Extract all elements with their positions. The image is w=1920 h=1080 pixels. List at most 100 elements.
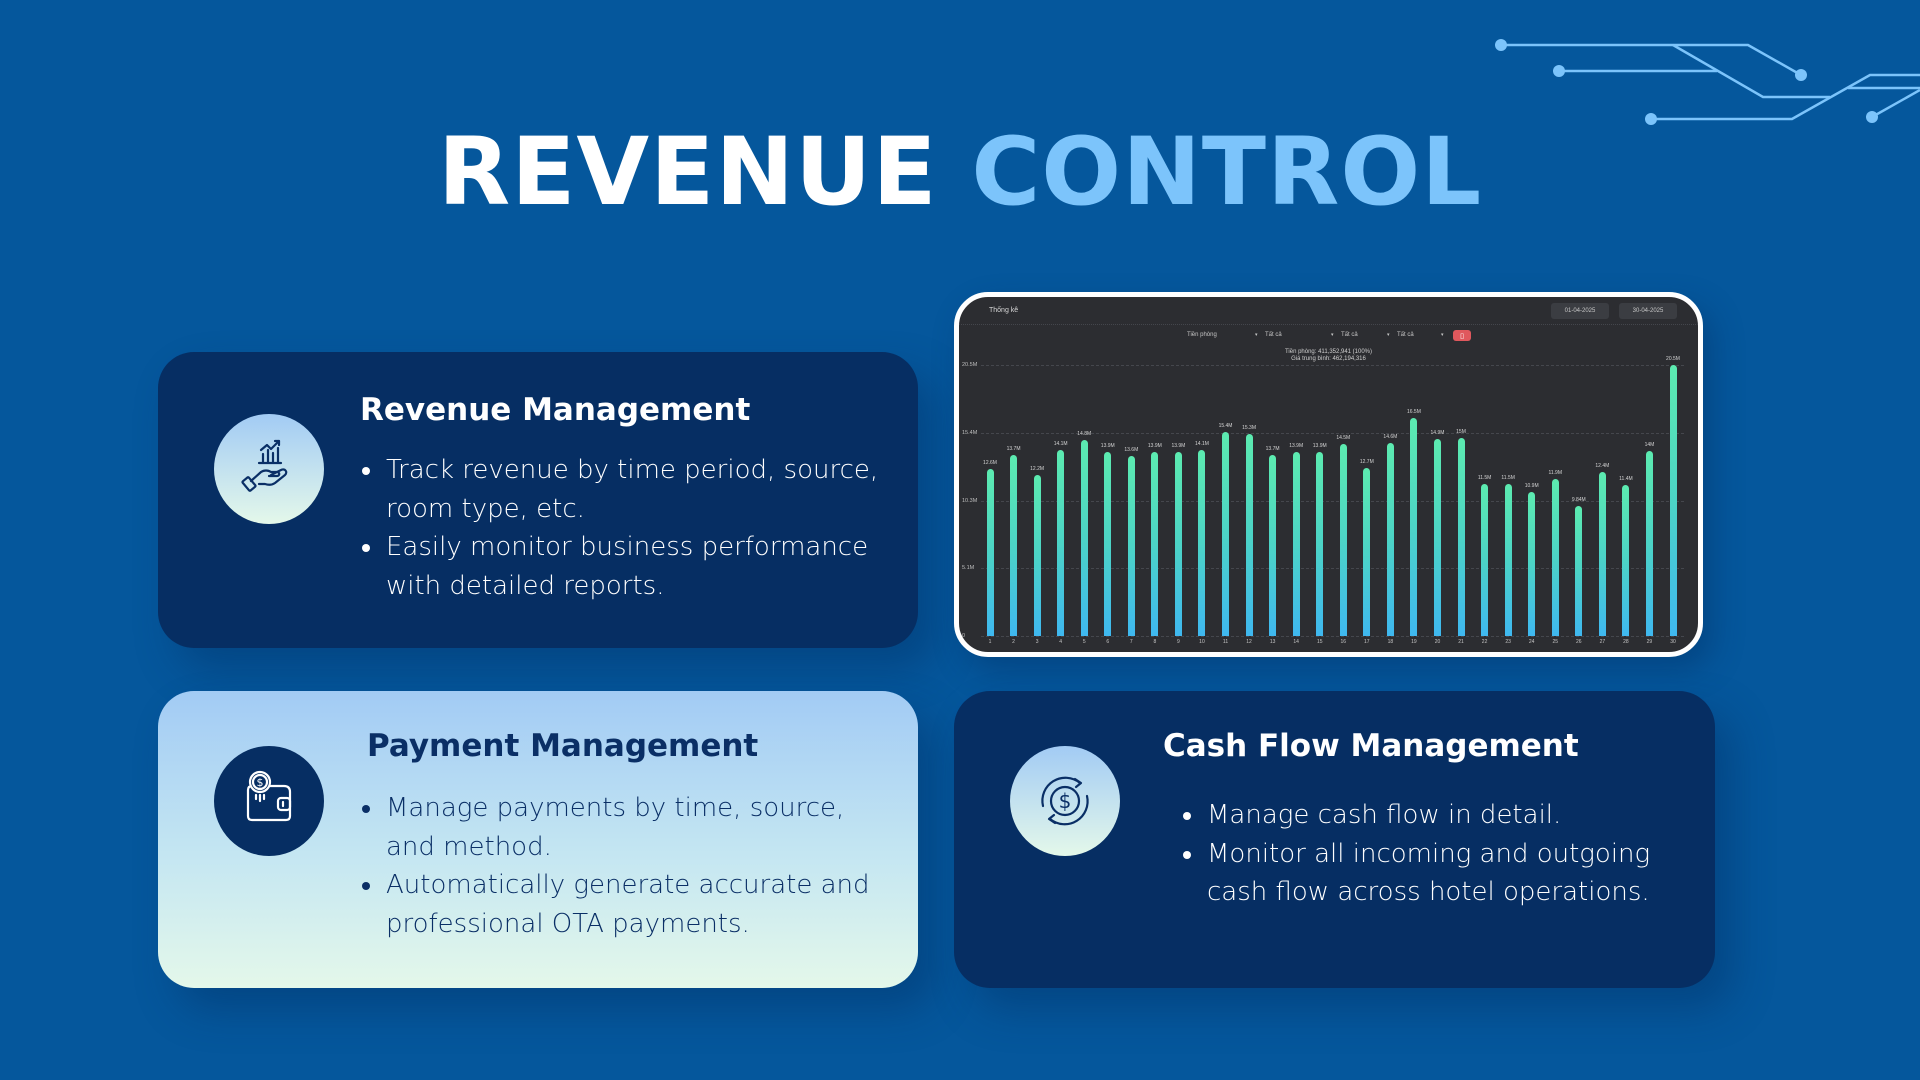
x-axis-tick: 11 — [1222, 639, 1229, 645]
x-axis-tick: 30 — [1670, 639, 1676, 645]
x-axis-tick: 28 — [1623, 639, 1629, 645]
revenue-management-card: Revenue Management Track revenue by time… — [158, 352, 918, 648]
chart-bar[interactable] — [1010, 454, 1018, 636]
chevron-down-icon: ▾ — [1387, 332, 1390, 338]
revenue-chart-screenshot: Thống kê 01-04-2025 30-04-2025 Tiền phòn… — [954, 292, 1703, 657]
date-from-picker[interactable]: 01-04-2025 — [1551, 303, 1609, 319]
filter-all-1[interactable]: Tất cả — [1265, 332, 1282, 338]
x-axis-tick: 23 — [1505, 639, 1511, 645]
bar-value-label: 11.5M — [1477, 474, 1492, 481]
chart-bar[interactable] — [1645, 450, 1653, 636]
grid-line — [981, 500, 1684, 502]
chart-bar[interactable] — [1104, 452, 1112, 636]
summary-room-revenue: Tiền phòng: 411,352,941 (100%) — [1284, 349, 1373, 355]
x-axis-tick: 14 — [1293, 639, 1299, 645]
chart-bar[interactable] — [1622, 485, 1630, 636]
chart-bar[interactable] — [1575, 505, 1583, 636]
chart-bar[interactable] — [1598, 472, 1606, 636]
bar-value-label: 14.1M — [1053, 440, 1068, 447]
chart-bar[interactable] — [1457, 437, 1465, 636]
chart-bar[interactable] — [1339, 444, 1347, 636]
bar-value-label: 14.6M — [1383, 433, 1398, 440]
chart-bar[interactable] — [1386, 442, 1394, 636]
chart-bar[interactable] — [1292, 452, 1300, 636]
y-axis-tick: 15.4M — [962, 429, 978, 436]
chart-header-title: Thống kê — [989, 307, 1019, 314]
chart-bar[interactable] — [1551, 478, 1559, 636]
bar-value-label: 13.9M — [1100, 443, 1115, 450]
chart-bar[interactable] — [1528, 491, 1536, 636]
bar-value-label: 11.5M — [1501, 474, 1515, 481]
title-word-control: CONTROL — [971, 118, 1483, 227]
bar-value-label: 14.9M — [1430, 430, 1445, 437]
revenue-bullet: Easily monitor business performance with… — [360, 528, 880, 605]
bar-value-label: 14M — [1644, 441, 1655, 448]
chart-bar[interactable] — [1316, 452, 1324, 636]
hand-growth-chart-icon — [241, 439, 288, 492]
filter-room-revenue[interactable]: Tiền phòng — [1187, 332, 1217, 338]
x-axis-tick: 5 — [1082, 639, 1086, 645]
chart-bar[interactable] — [1057, 449, 1065, 636]
grid-line — [981, 365, 1684, 366]
bar-value-label: 13.7M — [1265, 445, 1280, 452]
x-axis-tick: 3 — [1035, 639, 1039, 645]
y-axis-tick: 20.5M — [962, 362, 978, 368]
bar-value-label: 15.3M — [1242, 424, 1257, 431]
pdf-export-icon: ▯ — [1460, 333, 1464, 340]
x-axis-tick: 21 — [1458, 639, 1464, 645]
y-axis-tick: 10.3M — [962, 497, 978, 504]
x-axis-tick: 18 — [1387, 639, 1394, 645]
x-axis-tick: 20 — [1434, 639, 1441, 645]
payment-management-card: $ Payment Management Manage payments by … — [158, 691, 918, 988]
chart-bar[interactable] — [1245, 433, 1253, 636]
bar-value-label: 13.9M — [1289, 443, 1304, 450]
bar-value-label: 14.1M — [1195, 440, 1209, 447]
x-axis-tick: 9 — [1177, 639, 1180, 645]
chart-bar[interactable] — [1481, 483, 1489, 636]
cashflow-bullet-list: Manage cash flow in detail. Monitor all … — [1181, 796, 1681, 912]
filter-all-3[interactable]: Tất cả — [1397, 332, 1414, 338]
chart-bar[interactable] — [1080, 440, 1088, 636]
pdf-export-button[interactable]: ▯ — [1453, 330, 1471, 341]
revenue-icon-badge — [214, 414, 324, 524]
chart-bar[interactable] — [1410, 417, 1418, 636]
bar-value-label: 20.5M — [1666, 356, 1680, 362]
bar-value-label: 13.9M — [1147, 443, 1162, 450]
chevron-down-icon: ▾ — [1255, 332, 1258, 338]
y-axis-tick: 5.1M — [962, 565, 975, 572]
x-axis-tick: 7 — [1129, 639, 1133, 645]
x-axis-tick: 17 — [1364, 639, 1370, 645]
chart-bar[interactable] — [1198, 449, 1206, 636]
payment-bullet: Automatically generate accurate and prof… — [360, 866, 880, 943]
chart-bar[interactable] — [1433, 439, 1441, 636]
chart-bar[interactable] — [1033, 474, 1041, 636]
bar-value-label: 12.4M — [1595, 463, 1610, 470]
bar-value-label: 13.7M — [1006, 445, 1021, 452]
chart-bar[interactable] — [1127, 456, 1135, 636]
filter-all-2[interactable]: Tất cả — [1341, 332, 1358, 338]
chart-bar[interactable] — [1269, 454, 1277, 636]
chart-bar[interactable] — [1363, 468, 1371, 636]
bar-value-label: 12.7M — [1359, 459, 1374, 466]
x-axis-tick: 19 — [1411, 639, 1417, 645]
chart-bar[interactable] — [1669, 365, 1677, 636]
bar-value-label: 12.2M — [1030, 465, 1045, 472]
x-axis-tick: 12 — [1246, 639, 1252, 645]
svg-text:$: $ — [257, 776, 264, 789]
title-word-revenue: REVENUE — [437, 118, 938, 227]
x-axis-tick: 29 — [1646, 639, 1653, 645]
chart-bar[interactable] — [986, 469, 994, 636]
grid-line — [981, 636, 1684, 637]
x-axis-tick: 26 — [1576, 639, 1582, 645]
bar-value-label: 9.84M — [1571, 496, 1586, 503]
bar-value-label: 14.8M — [1077, 431, 1092, 438]
payment-bullet: Manage payments by time, source, and met… — [360, 789, 880, 866]
chart-bar[interactable] — [1174, 452, 1182, 636]
x-axis-tick: 15 — [1316, 639, 1323, 645]
bar-value-label: 16.5M — [1406, 408, 1421, 415]
cashflow-bullet: Manage cash flow in detail. — [1181, 796, 1681, 835]
chart-bar[interactable] — [1222, 432, 1230, 636]
chart-bar[interactable] — [1504, 483, 1512, 636]
chart-bar[interactable] — [1151, 452, 1159, 636]
date-to-picker[interactable]: 30-04-2025 — [1619, 303, 1677, 319]
